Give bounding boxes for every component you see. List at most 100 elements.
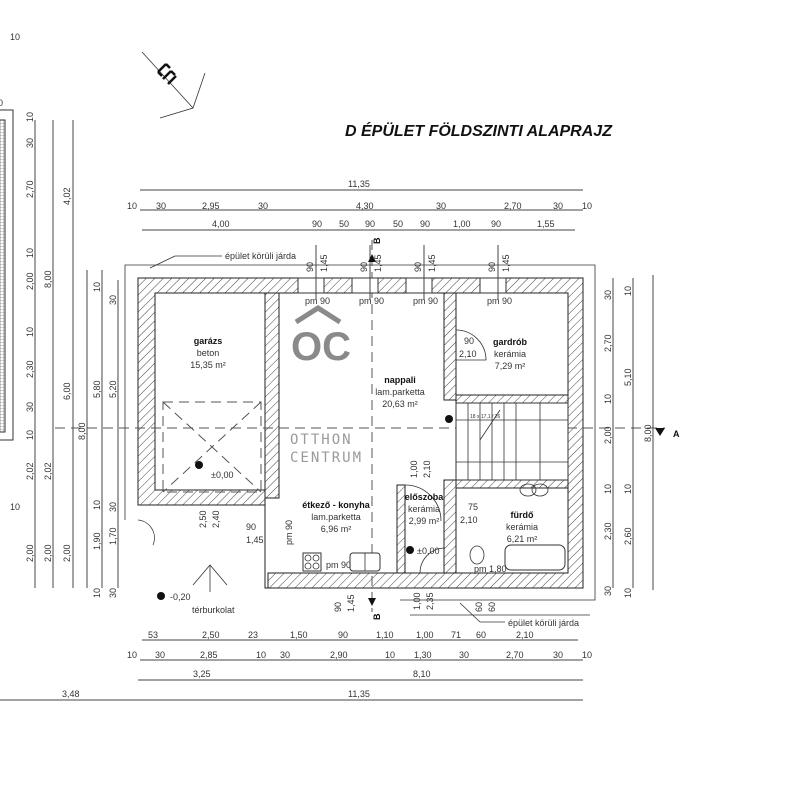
- level-markers: [157, 461, 414, 600]
- dim: 60: [476, 630, 486, 640]
- dim: 2,30: [603, 522, 613, 540]
- watermark-logo: OC OTTHON CENTRUM: [290, 305, 363, 466]
- bath-win-pm: pm 1,80: [474, 564, 507, 574]
- win1-h: 1,45: [319, 254, 329, 272]
- dim: 10: [92, 588, 102, 598]
- dim: 30: [553, 201, 563, 211]
- dim: 1,00: [453, 219, 471, 229]
- dim: 2,70: [603, 334, 613, 352]
- room-hall-name: előszoba: [405, 492, 445, 502]
- dim: 4,30: [356, 201, 374, 211]
- left-dimensions: 10 0 10 10 30 2,70 10 2,00 10 2,30 30 10…: [0, 32, 119, 598]
- kitchen-win-w: 90: [333, 602, 343, 612]
- dim: 5,80: [92, 380, 102, 398]
- dim: 3,48: [62, 689, 80, 699]
- dim: 2,00: [25, 544, 35, 562]
- watermark-line2: CENTRUM: [290, 450, 363, 466]
- dim: 30: [436, 201, 446, 211]
- dim: 2,00: [43, 544, 53, 562]
- dim: 10: [25, 248, 35, 258]
- dim: 2,00: [62, 544, 72, 562]
- dim: 2,95: [202, 201, 220, 211]
- room-dining-name: étkező - konyha: [302, 500, 371, 510]
- dim: 1,55: [537, 219, 555, 229]
- dim: 5,20: [108, 380, 118, 398]
- dim: 2,02: [43, 462, 53, 480]
- washbasin-icon: [519, 483, 537, 497]
- dim: 10: [623, 286, 633, 296]
- win4-w: 90: [487, 262, 497, 272]
- dim: 90: [365, 219, 375, 229]
- win2-h: 1,45: [373, 254, 383, 272]
- door-garside-pm: pm 90: [284, 520, 294, 545]
- dim: 53: [148, 630, 158, 640]
- dim: 2,70: [504, 201, 522, 211]
- room-garage-name: garázs: [194, 336, 223, 346]
- dim: 10: [623, 588, 633, 598]
- dim: 1,00: [416, 630, 434, 640]
- dim: 10: [603, 394, 613, 404]
- section-b-bottom-label: B: [372, 613, 382, 620]
- dim: 10: [25, 430, 35, 440]
- win2-pm: pm 90: [359, 296, 384, 306]
- dim: 2,90: [330, 650, 348, 660]
- dim: 30: [459, 650, 469, 660]
- dim: 10: [582, 201, 592, 211]
- dim: 90: [420, 219, 430, 229]
- dim: 2,00: [25, 272, 35, 290]
- dim: 4,02: [62, 187, 72, 205]
- room-garage-floor: beton: [197, 348, 220, 358]
- garage-door-b: 2,40: [211, 510, 221, 528]
- dim: 90: [491, 219, 501, 229]
- dim: 8,00: [77, 422, 87, 440]
- room-hall-floor: kerámia: [408, 504, 440, 514]
- door-wardrobe-w: 90: [464, 336, 474, 346]
- dim: 10: [256, 650, 266, 660]
- dim: 1,10: [376, 630, 394, 640]
- dim: 10: [10, 502, 20, 512]
- dim: 2,60: [623, 527, 633, 545]
- room-dining-area: 6,96 m²: [321, 524, 352, 534]
- door-bath-h: 2,10: [460, 515, 478, 525]
- dim: 30: [553, 650, 563, 660]
- dim: 8,10: [413, 669, 431, 679]
- win4-h: 1,45: [501, 254, 511, 272]
- stairs-label: 18 x 17,1 / 26: [470, 414, 501, 420]
- dim: 30: [280, 650, 290, 660]
- staircase: 18 x 17,1 / 26: [445, 402, 569, 481]
- right-dimensions: 30 2,70 10 2,00 10 2,30 30 10 5,10 10 2,…: [603, 275, 654, 598]
- win3-h: 1,45: [427, 254, 437, 272]
- door-garside-w: 90: [246, 522, 256, 532]
- dim: 10: [10, 32, 20, 42]
- win1-w: 90: [305, 262, 315, 272]
- section-a-marker-icon: [655, 428, 665, 436]
- top-overall: 11,35: [348, 179, 370, 189]
- fixtures: [302, 483, 566, 572]
- dim: 30: [603, 586, 613, 596]
- dim: 90: [312, 219, 322, 229]
- toilet-icon: [469, 545, 485, 565]
- level-garage: ±0,00: [211, 470, 233, 480]
- dim: 1,30: [414, 650, 432, 660]
- bottom-dimensions: 53 2,50 23 1,50 90 1,10 1,00 71 60 2,10 …: [0, 630, 592, 701]
- neighbour-building: [0, 109, 14, 441]
- dim: 10: [623, 484, 633, 494]
- win3-pm: pm 90: [413, 296, 438, 306]
- dim: 30: [25, 402, 35, 412]
- dim: 1,90: [92, 532, 102, 550]
- dim: 50: [339, 219, 349, 229]
- room-garage-area: 15,35 m²: [190, 360, 226, 370]
- label-paving: térburkolat: [192, 605, 235, 615]
- door-entry-h: 2,35: [425, 592, 435, 610]
- dim: 8,00: [643, 424, 653, 442]
- section-b-bottom-marker-icon: [368, 598, 376, 606]
- dim: 90: [338, 630, 348, 640]
- windows-top: [297, 245, 507, 300]
- dim: 50: [393, 219, 403, 229]
- dim: 2,02: [25, 462, 35, 480]
- room-wardrobe-name: gardrób: [493, 337, 528, 347]
- dim: 10: [603, 484, 613, 494]
- dim: 2,70: [25, 180, 35, 198]
- plan-title: D ÉPÜLET FÖLDSZINTI ALAPRAJZ: [345, 121, 613, 140]
- win4-pm: pm 90: [487, 296, 512, 306]
